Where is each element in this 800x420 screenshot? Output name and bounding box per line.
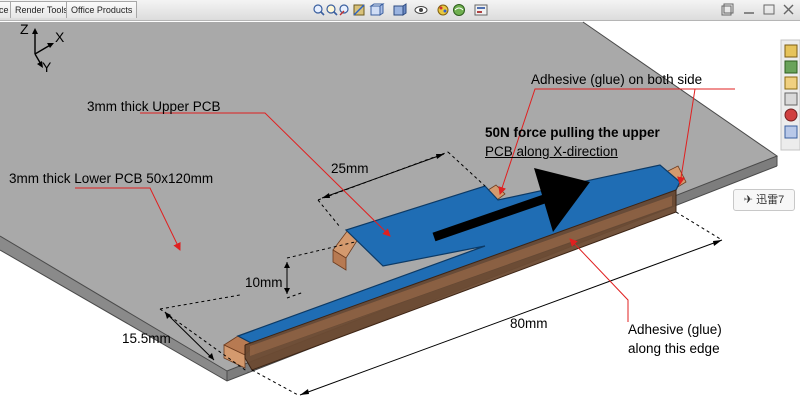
adhesive-edge-label-line1: Adhesive (glue) <box>628 322 722 337</box>
section-view-icon[interactable] <box>353 4 365 16</box>
display-style-icon[interactable] <box>393 3 407 16</box>
zoom-to-fit-icon[interactable] <box>313 4 325 16</box>
appearances-icon[interactable] <box>784 108 798 122</box>
custom-properties-icon[interactable] <box>784 125 798 139</box>
file-explorer-icon[interactable] <box>784 76 798 90</box>
leader-lines <box>75 88 735 322</box>
restore-icon[interactable] <box>721 3 734 16</box>
zoom-area-icon[interactable] <box>326 4 338 16</box>
bird-icon: ✈ <box>743 194 754 206</box>
adhesive-edge-strip <box>250 196 672 356</box>
axis-triad <box>32 28 54 68</box>
dim-25mm: 25mm <box>331 161 369 176</box>
upper-pcb <box>223 164 687 371</box>
badge-label: 迅雷7 <box>756 194 785 206</box>
design-library-icon[interactable] <box>784 60 798 74</box>
task-pane <box>780 39 800 151</box>
top-toolbar: ce Render Tools Office Products <box>0 0 800 21</box>
upper-pcb-label: 3mm thick Upper PCB <box>87 99 221 114</box>
close-icon[interactable] <box>783 4 794 15</box>
previous-view-icon[interactable] <box>339 4 349 16</box>
resources-icon[interactable] <box>784 44 798 58</box>
view-settings-icon[interactable] <box>474 4 488 16</box>
dim-15-5mm: 15.5mm <box>122 331 171 346</box>
scene-icon[interactable] <box>453 4 465 16</box>
model-viewport[interactable] <box>0 20 800 420</box>
axis-label-z: Z <box>20 21 29 37</box>
adhesive-both-label: Adhesive (glue) on both side <box>531 72 703 87</box>
dim-10mm: 10mm <box>245 275 283 290</box>
lower-pcb-label: 3mm thick Lower PCB 50x120mm <box>9 171 214 186</box>
dimension-arrowheads <box>165 154 722 395</box>
axis-label-x: X <box>55 29 65 45</box>
window-controls <box>721 3 794 16</box>
maximize-icon[interactable] <box>763 4 775 15</box>
axis-label-y: Y <box>42 59 52 75</box>
hide-show-icon[interactable] <box>414 6 428 14</box>
view-palette-icon[interactable] <box>784 92 798 106</box>
force-arrow <box>432 168 590 242</box>
adhesive-end-block <box>223 344 246 369</box>
thunder-badge[interactable]: ✈ 迅雷7 <box>733 189 795 211</box>
view-toolbar <box>313 3 794 16</box>
edit-appearance-icon[interactable] <box>437 4 449 16</box>
force-label-line2: PCB along X-direction <box>485 144 618 159</box>
adhesive-edge-label-line2: along this edge <box>628 341 720 356</box>
force-label-line1: 50N force pulling the upper <box>485 125 660 140</box>
adhesive-tab-block <box>332 249 347 271</box>
tab-office-products[interactable]: Office Products <box>66 1 138 18</box>
view-orientation-icon[interactable] <box>369 3 385 16</box>
dim-80mm: 80mm <box>510 316 548 331</box>
